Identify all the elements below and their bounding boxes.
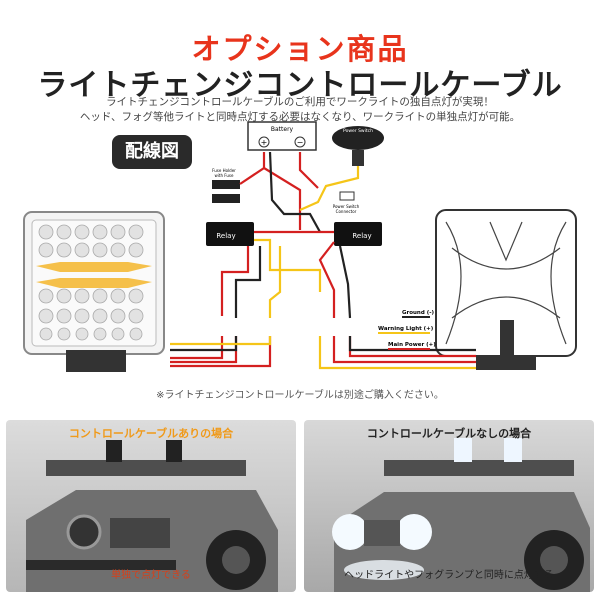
power-switch: Power Switch <box>332 126 384 166</box>
wiring-diagram-badge: 配線図 <box>112 135 192 169</box>
connector-label: Power Switch <box>333 204 360 209</box>
legend: Ground (-) Warning Light (+) Main Power … <box>378 310 436 350</box>
connector-label-2: Connector <box>336 209 357 214</box>
fuse-label-2: with Fuse <box>215 173 234 178</box>
purchase-note: ※ライトチェンジコントロールケーブルは別途ご購入ください。 <box>156 390 444 401</box>
title-cable-name: ライトチェンジコントロールケーブル <box>37 68 563 103</box>
description: ライトチェンジコントロールケーブルのご利用でワークライトの独自点灯が実現！ ヘッ… <box>0 95 600 125</box>
fuse-holder <box>212 180 240 189</box>
legend-ground: Ground (-) <box>402 310 434 316</box>
relay-right-label: Relay <box>352 232 371 240</box>
battery-minus: − <box>297 138 304 147</box>
title-option-product: オプション商品 <box>191 32 409 66</box>
photo-right-title: コントロールケーブルなしの場合 <box>366 427 532 440</box>
relay-right <box>334 222 382 246</box>
power-switch-label: Power Switch <box>343 128 373 134</box>
relay-left-label: Relay <box>216 232 235 240</box>
legend-warning: Warning Light (+) <box>378 326 434 332</box>
switch-connector <box>339 191 355 201</box>
battery-plus: + <box>261 138 268 147</box>
photo-left-caption: 単独で点灯できる <box>111 570 191 581</box>
jeep-photo-with-cable <box>6 420 296 592</box>
photo-left-title: コントロールケーブルありの場合 <box>68 427 234 440</box>
battery-label: Battery <box>271 126 294 133</box>
left-work-light <box>23 211 165 372</box>
legend-main-power: Main Power (+) <box>388 342 436 348</box>
fuse-holder-2 <box>212 194 240 203</box>
jeep-photo-without-cable <box>304 420 594 592</box>
description-line-2: ヘッド、フォグ等他ライトと同時点灯する必要はなくなり、ワークライトの単独点灯が可… <box>79 111 521 123</box>
description-line-1: ライトチェンジコントロールケーブルのご利用でワークライトの独自点灯が実現！ <box>106 96 494 108</box>
battery: Battery + − <box>247 121 317 151</box>
relay-left <box>206 222 254 246</box>
photo-right-caption: ヘッドライトやフォグランプと同時に点灯する <box>344 570 554 581</box>
right-work-light <box>435 209 577 370</box>
wiring-diagram: Battery + − Power Switch Fuse Holder wit… <box>23 121 577 372</box>
fuse-label: Fuse Holder <box>212 168 236 173</box>
wires <box>170 151 476 370</box>
